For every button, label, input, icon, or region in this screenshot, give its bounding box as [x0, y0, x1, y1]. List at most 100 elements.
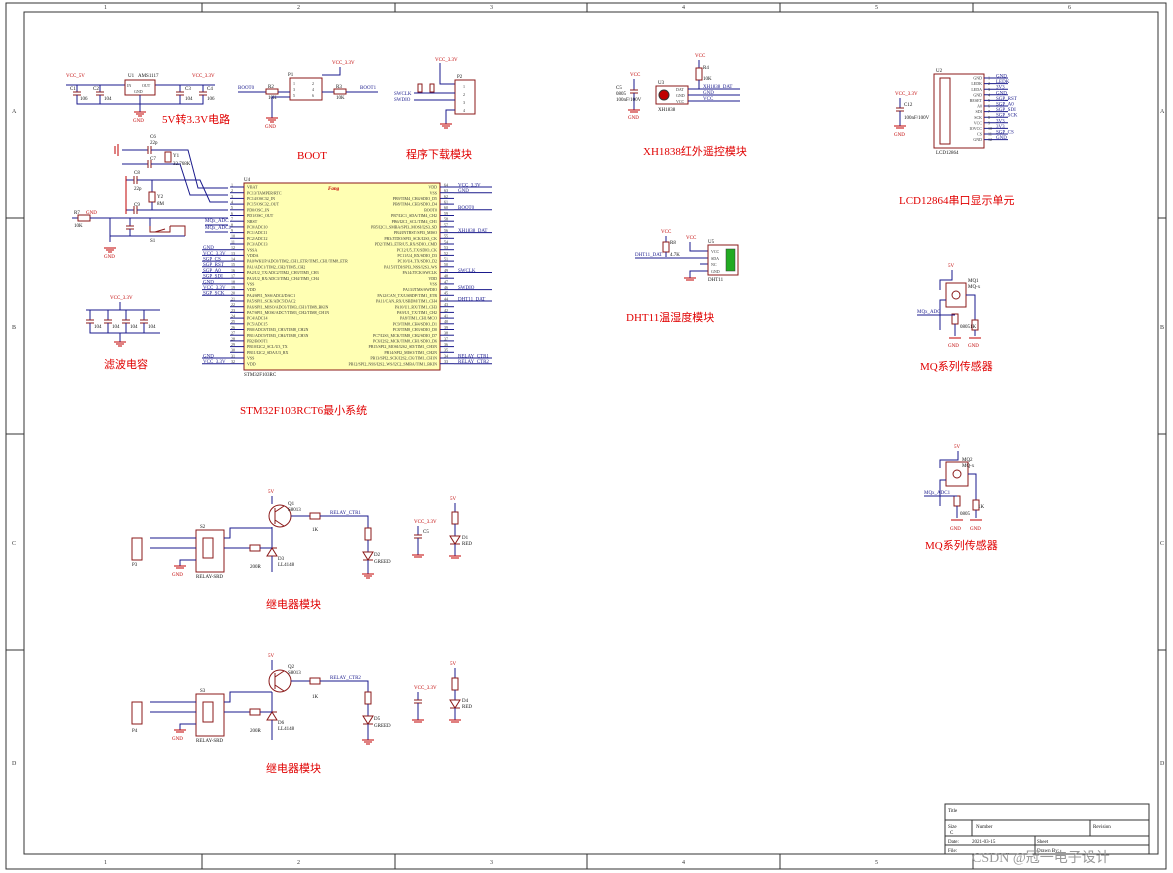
ref-label: MQ2 — [962, 458, 973, 463]
net-label: GND — [703, 91, 714, 96]
mcu-pin-number: 50 — [444, 262, 448, 267]
column-marker: 2 — [297, 5, 300, 11]
ref-label: C7 — [150, 157, 156, 162]
swd-header — [454, 79, 476, 115]
dht11-grille — [725, 248, 736, 272]
part-label: RELAY-SRD — [196, 575, 223, 580]
net-label: MQx_ADC1 — [924, 491, 951, 496]
pin-label: 1 — [463, 84, 465, 89]
mcu-pin-label: PA11/CAN_RX/USBDM/TIM1_CH4 — [376, 299, 437, 304]
ref-label: C9 — [134, 203, 140, 208]
mcu-pin-label: PC5/ADC15 — [247, 321, 267, 326]
mcu-pin-number: 28 — [231, 336, 235, 341]
ref-label: P3 — [132, 563, 138, 568]
mcu-pin-number: 39 — [444, 325, 448, 330]
mcu-pin-label: PA12/CAN_TX/USBDP/TIM1_ETR — [377, 293, 437, 298]
net-label: SGP_SDI — [996, 108, 1016, 113]
mcu-pin-number: 63 — [444, 188, 448, 193]
net-label: SWDIO — [458, 286, 475, 291]
mcu-pin-number: 2 — [231, 188, 233, 193]
title-block-title: Title — [948, 809, 958, 814]
ref-label: C1 — [70, 87, 76, 92]
pin-label: GND — [676, 93, 685, 98]
ref-label: R4 — [703, 66, 709, 71]
ref-label: D3 — [278, 557, 285, 562]
lcd-pin-label: LEDA — [971, 87, 982, 92]
mcu-pin-number: 13 — [231, 251, 235, 256]
pin-label: VCC — [676, 99, 685, 104]
mcu-pin-number: 14 — [231, 257, 235, 262]
ir-receiver-circuit: VCC GND C5 0805 100nF/100V U3 XH1838 DAT… — [616, 54, 740, 121]
value-label: 1K — [312, 528, 319, 533]
pin-label: 3 — [463, 100, 465, 105]
part-label: LCD12864 — [936, 151, 959, 156]
net-label: SGP_CS — [996, 131, 1014, 136]
net-label: VCC_3.3V — [110, 296, 133, 301]
net-label: GND — [172, 573, 183, 578]
mcu-pin-number: 35 — [444, 348, 448, 353]
mcu-pin-number: 22 — [231, 302, 235, 307]
pin-label: 6 — [312, 93, 314, 98]
ref-label: R8 — [670, 241, 676, 246]
mcu-pin-number: 42 — [444, 308, 448, 313]
mcu-pin-label: PC15/OSC32_OUT — [247, 202, 280, 207]
net-label: VCC — [695, 54, 706, 59]
row-marker: A — [1160, 109, 1165, 115]
row-markers-right: A B C D — [1160, 109, 1165, 767]
section-title-mq2: MQ系列传感器 — [925, 538, 998, 552]
mcu-pin-number: 41 — [444, 314, 448, 319]
mcu-pin-number: 34 — [444, 353, 448, 358]
mcu-pin-number: 47 — [444, 279, 448, 284]
net-label: VCC — [686, 236, 697, 241]
lcd-pin-number: 1 — [988, 76, 990, 81]
mcu-pin-label: PB5/I2C1_SMBA/SPI3_MOSI/I2S3_SD — [371, 225, 437, 230]
ref-label: P4 — [132, 729, 138, 734]
section-title-relay1: 继电器模块 — [266, 598, 321, 611]
net-label: 3V3 — [996, 119, 1005, 124]
net-label: BOOT0 — [238, 86, 255, 91]
ref-label: R7 — [74, 211, 80, 216]
lcd-pin-number: 5 — [988, 98, 990, 103]
net-label: SGP_RST — [996, 97, 1017, 102]
mcu-pin-label: PA9/U1_TX/TIM1_CH2 — [397, 310, 437, 315]
ref-label: R3 — [336, 85, 342, 90]
net-label: SGP_A0 — [996, 103, 1014, 108]
terminal-p3 — [131, 537, 143, 561]
net-label: GND — [203, 354, 214, 359]
mcu-pin-number: 32 — [231, 359, 235, 364]
column-marker: 3 — [490, 5, 493, 11]
relay-s3 — [195, 693, 225, 737]
boot-header — [289, 77, 323, 101]
net-label: VCC — [703, 97, 714, 102]
column-marker: 4 — [682, 5, 685, 11]
value-label: LL4148 — [278, 727, 295, 732]
mcu-pin-number: 20 — [231, 291, 235, 296]
lcd-pin-label: GND — [973, 137, 982, 142]
net-label: VCC_3.3V — [895, 92, 918, 97]
mcu-pin-number: 59 — [444, 211, 448, 216]
mcu-pin-label: PB3/JTDO/SPI3_SCK/I2S3_CK — [384, 236, 437, 241]
mq-sensor-1: 5V MQ1 MQ-x MQx_ADC 0805 1K GND GND — [917, 264, 981, 349]
mcu-pin-number: 17 — [231, 274, 235, 279]
mcu-pin-number: 10 — [231, 234, 235, 239]
value-label: 10K — [74, 224, 83, 229]
net-label: 3V3 — [996, 125, 1005, 130]
mcu-pin-label: PD1/OSC_OUT — [247, 213, 274, 218]
mcu-pin-label: PB2/BOOT1 — [247, 339, 268, 344]
mcu-pin-label: PA7/SPI1_MOSI/ADC7/TIM3_CH2/TIM8_CH1N — [247, 310, 329, 315]
net-label: VCC_3.3V — [203, 286, 226, 291]
title-block-date: Date: — [948, 840, 959, 845]
lcd-pin-label: VCC — [974, 120, 983, 125]
relay-module-2: 5V Q2 S8013 RELAY_CTR2 1K D5 GREED D6 LL… — [131, 654, 472, 745]
value-label: 100nF/100V — [616, 98, 642, 103]
terminal-p4 — [131, 701, 143, 725]
ref-label: D4 — [462, 699, 469, 704]
value-label: GREED — [374, 724, 391, 729]
mcu-pin-label: PB12/SPI2_NSS/I2S2_WS/I2C2_SMBA/TIM1_BKI… — [349, 361, 438, 366]
mcu-pin-label: VSS — [247, 356, 254, 361]
mcu-pin-number: 29 — [231, 342, 235, 347]
ref-label: U5 — [708, 240, 715, 245]
net-label: GND — [996, 136, 1007, 141]
mcu-pin-label: PC9/TIM8_CH4/SDIO_D1 — [393, 321, 437, 326]
net-label: 5V — [450, 662, 457, 667]
